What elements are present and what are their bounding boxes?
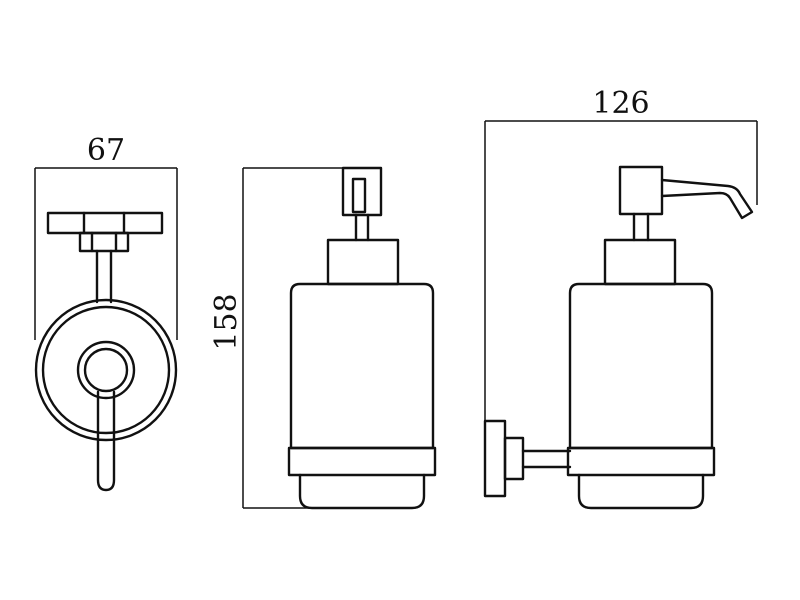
pump-cap-inner xyxy=(83,347,129,393)
bottle-base-front xyxy=(298,473,426,510)
pump-cap-outer xyxy=(76,340,136,400)
holder-ring-outer xyxy=(34,298,178,442)
pump-head-front xyxy=(341,166,383,242)
nozzle-top-view xyxy=(96,390,116,492)
mounting-bar xyxy=(46,211,164,253)
dimension-depth-side-view: 126 xyxy=(484,86,758,420)
top-view: 67 xyxy=(34,133,178,492)
dimension-width-top-view: 67 xyxy=(34,133,178,340)
pump-neck-side xyxy=(603,238,677,286)
side-view: 126 xyxy=(483,86,758,510)
bottle-body-front xyxy=(289,282,435,450)
pump-neck-front xyxy=(326,238,400,286)
dimension-height-front-view: 158 xyxy=(209,167,345,509)
dimension-label-67: 67 xyxy=(87,133,125,168)
holder-band-side xyxy=(566,446,716,477)
front-view: 158 xyxy=(209,166,437,510)
bottle-body-side xyxy=(568,282,714,450)
dimension-label-158: 158 xyxy=(209,293,244,350)
holder-band-front xyxy=(287,446,437,477)
bottle-base-side xyxy=(577,473,705,510)
pump-spout-side xyxy=(660,178,754,220)
wall-mount-side xyxy=(483,419,572,498)
dimension-label-126: 126 xyxy=(592,86,649,121)
holder-ring-inner xyxy=(41,305,171,435)
pump-head-side xyxy=(618,165,754,242)
